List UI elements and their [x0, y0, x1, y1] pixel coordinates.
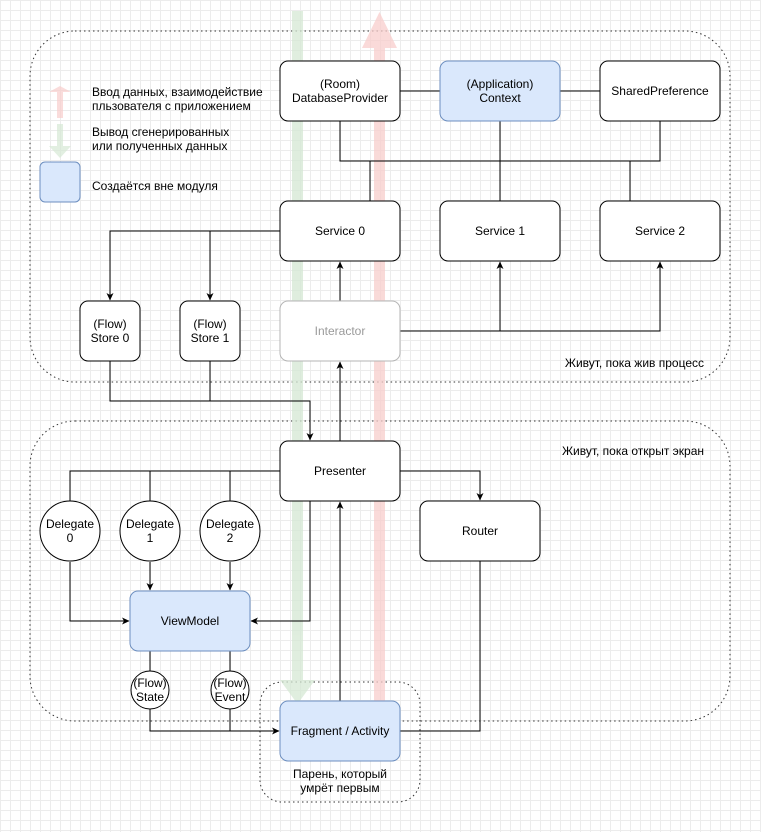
node-fragment-activity: Fragment / Activity	[279, 700, 401, 762]
node-flow-event: (Flow)Event	[210, 670, 250, 710]
process-zone-label: Живут, пока жив процесс	[565, 356, 704, 370]
legend-output-arrow-icon	[49, 124, 71, 158]
node-router: Router	[419, 500, 541, 562]
service-2-label: Service 2	[635, 224, 685, 238]
edges	[69, 90, 664, 735]
router-label: Router	[462, 524, 498, 538]
node-shared-preference: SharedPreference	[599, 60, 721, 122]
shared-preference-label: SharedPreference	[611, 84, 709, 98]
flow-state-label: (Flow)State	[133, 676, 166, 704]
context-label: (Application)Context	[467, 77, 534, 105]
legend-external-swatch	[39, 161, 81, 203]
node-presenter: Presenter	[279, 440, 401, 502]
node-service-1: Service 1	[439, 200, 561, 262]
store-0-label: (Flow)Store 0	[91, 317, 130, 345]
fragment-activity-label: Fragment / Activity	[291, 724, 390, 738]
node-flow-state: (Flow)State	[130, 670, 170, 710]
node-service-0: Service 0	[279, 200, 401, 262]
legend-input-arrow-icon	[49, 86, 71, 118]
legend-external-label: Создаётся вне модуля	[92, 179, 218, 193]
node-view-model: ViewModel	[129, 590, 251, 652]
database-provider-label: (Room)DatabaseProvider	[292, 77, 388, 105]
node-store-1: (Flow)Store 1	[179, 300, 241, 362]
service-1-label: Service 1	[475, 224, 525, 238]
node-interactor: Interactor	[279, 300, 401, 362]
node-service-2: Service 2	[599, 200, 721, 262]
interactor-label: Interactor	[315, 324, 366, 338]
node-context: (Application)Context	[439, 60, 561, 122]
presenter-label: Presenter	[314, 464, 366, 478]
flow-event-label: (Flow)Event	[213, 676, 246, 704]
node-database-provider: (Room)DatabaseProvider	[279, 60, 401, 122]
view-model-label: ViewModel	[161, 614, 219, 628]
screen-zone	[29, 420, 731, 722]
store-1-label: (Flow)Store 1	[191, 317, 230, 345]
node-store-0: (Flow)Store 0	[79, 300, 141, 362]
screen-zone-label: Живут, пока открыт экран	[562, 444, 704, 458]
process-zone	[29, 30, 731, 383]
service-0-label: Service 0	[315, 224, 365, 238]
